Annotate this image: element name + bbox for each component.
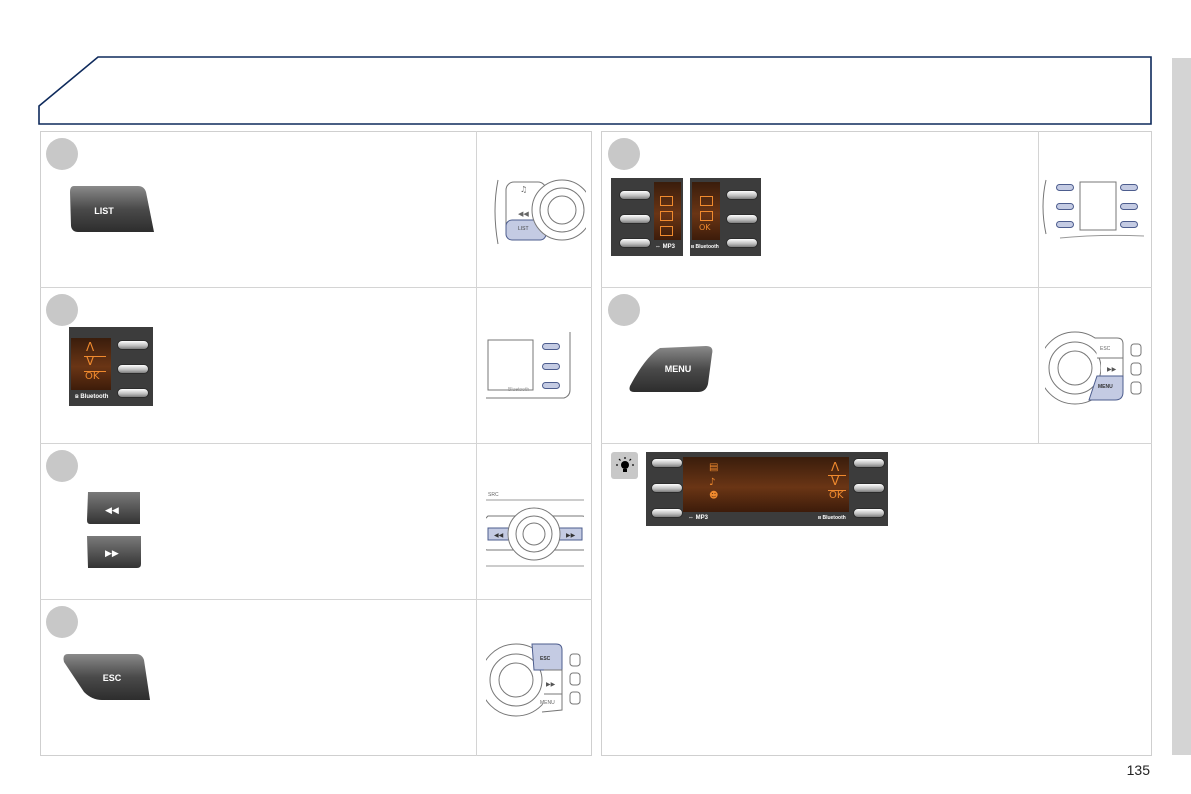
fast-forward-button[interactable]: ▶▶ bbox=[85, 534, 143, 570]
step-marker bbox=[608, 294, 640, 326]
lcd-side-button-2[interactable] bbox=[619, 214, 651, 224]
bluetooth-icon: ʙ Bluetooth bbox=[691, 244, 719, 250]
lcd-divider bbox=[84, 371, 106, 372]
lcd-side-button-3[interactable] bbox=[117, 388, 149, 398]
diagram-side-button bbox=[1056, 203, 1074, 210]
folder-icon: ▤ bbox=[709, 462, 719, 473]
folder-icon bbox=[660, 226, 673, 236]
menu-button-label: MENU bbox=[664, 364, 692, 374]
step-marker bbox=[46, 294, 78, 326]
music-note-icon: ♫ bbox=[520, 185, 527, 194]
lcd-right-button-1[interactable] bbox=[853, 458, 885, 468]
lcd-left-button-3[interactable] bbox=[651, 508, 683, 518]
lcd-down-symbol: V bbox=[831, 474, 840, 488]
fast-forward-icon: ▶▶ bbox=[546, 681, 556, 688]
lcd-side-button-1[interactable] bbox=[117, 340, 149, 350]
step-marker bbox=[46, 606, 78, 638]
music-note-icon: ♪ bbox=[709, 477, 716, 488]
folder-icon bbox=[700, 196, 713, 206]
diagram-side-button bbox=[1056, 184, 1074, 191]
lcd-buttons-location-diagram bbox=[1042, 179, 1145, 239]
menu-button-location-diagram: ▶▶ bbox=[1045, 331, 1142, 405]
esc-button[interactable] bbox=[62, 652, 154, 704]
folder-icon bbox=[660, 196, 673, 206]
chapter-header-banner bbox=[38, 56, 1152, 125]
left-row-divider-1 bbox=[40, 287, 592, 288]
lcd-left-button-2[interactable] bbox=[651, 483, 683, 493]
seek-buttons-location-diagram: ◀◀ ▶▶ bbox=[486, 499, 584, 567]
fast-forward-icon: ▶▶ bbox=[566, 532, 576, 539]
lcd-divider bbox=[828, 490, 846, 491]
diagram-bluetooth-label: Bluetooth bbox=[508, 387, 530, 393]
lcd-ok-symbol: OK bbox=[829, 490, 844, 501]
bluetooth-icon: ʙ Bluetooth bbox=[75, 394, 109, 400]
left-row-divider-2 bbox=[40, 443, 592, 444]
rewind-button[interactable]: ◀◀ bbox=[85, 490, 143, 526]
diagram-side-button bbox=[542, 363, 560, 370]
right-row-divider-1 bbox=[601, 287, 1152, 288]
usb-icon: ⇔ MP3 bbox=[688, 515, 709, 521]
side-buttons-location-diagram bbox=[486, 332, 571, 399]
step-marker bbox=[46, 450, 78, 482]
list-button-location-diagram: ◀◀ ♫ bbox=[494, 179, 586, 245]
right-row-divider-2 bbox=[601, 443, 1152, 444]
lcd-down-symbol: V bbox=[86, 354, 95, 368]
lcd-ok-symbol: OK bbox=[699, 223, 711, 232]
usb-icon: ⇔ MP3 bbox=[655, 244, 676, 250]
lcd-side-button-2[interactable] bbox=[117, 364, 149, 374]
diagram-esc-label: ESC bbox=[1100, 346, 1111, 352]
diagram-side-button bbox=[542, 382, 560, 389]
lcd-side-button-1[interactable] bbox=[619, 190, 651, 200]
light-bulb-icon bbox=[616, 457, 634, 472]
lcd-side-button-3[interactable] bbox=[726, 238, 758, 248]
lcd-right-button-3[interactable] bbox=[853, 508, 885, 518]
lcd-screen bbox=[71, 338, 111, 390]
esc-button-label: ESC bbox=[102, 673, 122, 683]
folder-icon bbox=[700, 211, 713, 221]
side-thumb-strip bbox=[1172, 58, 1191, 755]
lcd-left-button-1[interactable] bbox=[651, 458, 683, 468]
diagram-list-label: LIST bbox=[518, 226, 529, 232]
page-number: 135 bbox=[1126, 762, 1150, 778]
folder-icon bbox=[660, 211, 673, 221]
lcd-up-symbol: Λ bbox=[86, 340, 95, 354]
fast-forward-icon: ▶▶ bbox=[1107, 366, 1117, 373]
diagram-side-button bbox=[542, 343, 560, 350]
rewind-icon: ◀◀ bbox=[105, 506, 119, 516]
diagram-menu-label: MENU bbox=[1098, 384, 1113, 390]
diagram-side-button bbox=[1120, 203, 1138, 210]
fast-forward-icon: ▶▶ bbox=[105, 549, 119, 559]
left-row-divider-3 bbox=[40, 599, 592, 600]
list-button-label: LIST bbox=[94, 206, 114, 216]
diagram-menu-label: MENU bbox=[540, 700, 555, 706]
list-button[interactable] bbox=[68, 184, 158, 238]
rewind-icon: ◀◀ bbox=[518, 210, 529, 218]
diagram-src-label: SRC bbox=[488, 492, 499, 498]
menu-button[interactable] bbox=[626, 344, 716, 396]
lcd-side-button-3[interactable] bbox=[619, 238, 651, 248]
lcd-divider bbox=[828, 475, 846, 476]
lcd-up-symbol: Λ bbox=[831, 460, 840, 474]
lcd-ok-symbol: OK bbox=[85, 371, 100, 382]
diagram-side-button bbox=[1056, 221, 1074, 228]
step-marker bbox=[608, 138, 640, 170]
diagram-esc-label: ESC bbox=[540, 656, 551, 662]
lcd-screen bbox=[683, 457, 849, 512]
diagram-side-button bbox=[1120, 221, 1138, 228]
lcd-side-button-1[interactable] bbox=[726, 190, 758, 200]
step-marker bbox=[46, 138, 78, 170]
esc-button-location-diagram: ▶▶ bbox=[486, 643, 581, 717]
rewind-icon: ◀◀ bbox=[494, 532, 504, 539]
bluetooth-icon: ʙ Bluetooth bbox=[818, 515, 846, 521]
diagram-side-button bbox=[1120, 184, 1138, 191]
lcd-divider bbox=[84, 356, 106, 357]
lcd-side-button-2[interactable] bbox=[726, 214, 758, 224]
lcd-right-button-2[interactable] bbox=[853, 483, 885, 493]
artist-icon: ☻ bbox=[709, 491, 719, 501]
